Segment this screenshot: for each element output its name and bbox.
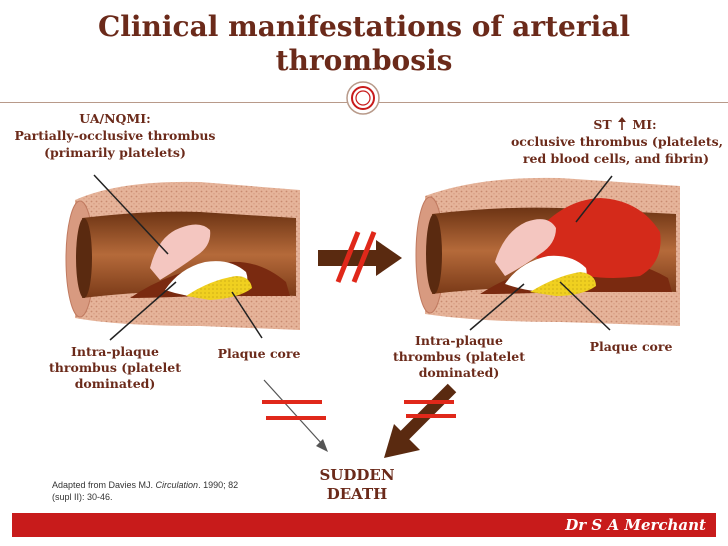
left-description-line1: Partially-occlusive thrombus — [14, 128, 216, 143]
right-thrombus-leader — [469, 283, 525, 331]
left-thrombus-label-line1: Intra-plaque — [71, 344, 159, 359]
right-core-label: Plaque core — [589, 339, 673, 354]
right-artery — [415, 177, 680, 326]
left-heading: UA/NQMI: — [79, 111, 151, 126]
right-thrombus-label-line3: dominated) — [418, 365, 500, 380]
progression-arrow — [318, 231, 402, 283]
footer-bar: Dr S A Merchant — [12, 513, 716, 537]
arrow-up-icon — [618, 117, 627, 130]
left-description-line2: (primarily platelets) — [44, 145, 186, 160]
footer-author: Dr S A Merchant — [565, 516, 706, 534]
credit-prefix: Adapted from Davies MJ. — [52, 480, 156, 490]
right-heading-prefix: ST — [593, 117, 612, 132]
right-thrombus-label-line1: Intra-plaque — [415, 333, 503, 348]
credit-suffix: . 1990; 82 — [198, 480, 239, 490]
left-thrombus-label-line2: thrombus (platelet — [49, 360, 181, 375]
right-thrombus-label-line2: thrombus (platelet — [393, 349, 525, 364]
right-heading-suffix: MI: — [632, 117, 657, 132]
right-heading: ST MI: — [570, 117, 680, 133]
right-core-leader — [559, 281, 611, 331]
left-to-death-arrow — [262, 379, 328, 452]
credit-line2: (supl II): 30-46. — [52, 492, 113, 502]
outcome-label: SUDDEN DEATH — [302, 466, 412, 504]
right-to-death-arrow — [384, 383, 457, 458]
outcome-line2: DEATH — [326, 485, 388, 503]
right-heading-leader — [575, 175, 613, 223]
source-credit: Adapted from Davies MJ. Circulation. 199… — [52, 479, 262, 503]
left-heading-leader — [93, 174, 169, 255]
outcome-line1: SUDDEN — [319, 466, 395, 484]
right-description-line1: occlusive thrombus (platelets, — [510, 134, 724, 149]
left-thrombus-label-line3: dominated) — [74, 376, 156, 391]
left-thrombus-leader — [109, 281, 177, 341]
left-core-leader — [231, 291, 263, 339]
right-description-line2: red blood cells, and fibrin) — [522, 151, 710, 166]
left-core-label: Plaque core — [217, 346, 301, 361]
page-title: Clinical manifestations of arterial thro… — [98, 10, 630, 77]
left-artery — [65, 181, 300, 330]
circle-ornament-icon — [346, 81, 380, 115]
credit-journal: Circulation — [155, 480, 199, 490]
